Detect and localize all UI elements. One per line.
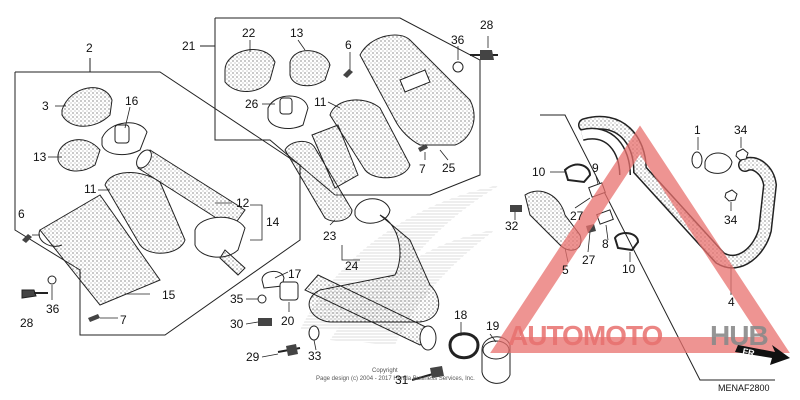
watermark-triangle-icon: [490, 125, 790, 353]
end-cap-small-part-right: [289, 50, 331, 87]
callout-28-left: 28: [20, 316, 34, 330]
outer-shell-part-right: [359, 34, 475, 146]
callout-20: 20: [281, 314, 295, 328]
watermark-text-auto: AUTOMOTO: [508, 320, 663, 351]
callout-7-right: 7: [419, 162, 426, 176]
callout-34-bottom: 34: [724, 213, 738, 227]
callout-1: 1: [694, 123, 701, 137]
callout-10-top: 10: [532, 165, 546, 179]
callout-6-left: 6: [18, 207, 25, 221]
watermark: AUTOMOTO HUB: [490, 125, 790, 353]
callout-29: 29: [246, 350, 260, 364]
callout-8: 8: [602, 237, 609, 251]
callout-36-left: 36: [46, 302, 60, 316]
callout-33: 33: [308, 349, 322, 363]
callout-16: 16: [125, 94, 139, 108]
callout-34-top: 34: [734, 123, 748, 137]
copyright-line-2: Page design (c) 2004 - 2017 Honda Busine…: [316, 376, 475, 382]
callout-6-right: 6: [345, 38, 352, 52]
left-muffler-assembly: [14, 58, 301, 336]
callout-30: 30: [230, 317, 244, 331]
callout-13-left: 13: [33, 150, 47, 164]
part-callouts: 2 3 16 13 11 12 14 6 15 36 28 7 21 22 13…: [18, 18, 748, 387]
baffle-insert-part: [194, 216, 246, 258]
callout-4: 4: [728, 295, 735, 309]
callout-28-right: 28: [480, 18, 494, 32]
callout-10-bottom: 10: [622, 262, 636, 276]
outer-shell-part: [39, 194, 161, 306]
direction-label: FR.: [742, 346, 758, 359]
end-cap-part: [61, 87, 113, 127]
callout-32: 32: [505, 219, 519, 233]
callout-27-bottom: 27: [582, 253, 596, 267]
callout-15: 15: [162, 288, 176, 302]
diagram-code: MENAF2800: [718, 383, 770, 393]
callout-25: 25: [442, 161, 456, 175]
center-pipe-assembly: [245, 214, 444, 381]
exhaust-header-assembly: [510, 114, 778, 381]
end-cap-part-right: [224, 49, 276, 92]
callout-24: 24: [345, 259, 359, 273]
callout-19: 19: [486, 319, 500, 333]
callout-9: 9: [592, 161, 599, 175]
callout-5: 5: [562, 263, 569, 277]
callout-26: 26: [245, 97, 259, 111]
callout-7-left: 7: [120, 313, 127, 327]
copyright-line-1: Copyright: [372, 368, 398, 374]
callout-22: 22: [242, 26, 256, 40]
end-cap-small-part: [57, 139, 101, 172]
callout-18: 18: [454, 308, 468, 322]
packing-part: [104, 172, 186, 254]
callout-36-right: 36: [451, 33, 465, 47]
callout-31: 31: [395, 373, 409, 387]
callout-2: 2: [86, 41, 93, 55]
callout-27-top: 27: [570, 209, 584, 223]
callout-3: 3: [42, 99, 49, 113]
right-muffler-assembly: [200, 17, 498, 261]
callout-17: 17: [288, 267, 302, 281]
callout-23: 23: [323, 229, 337, 243]
callout-11-right: 11: [314, 95, 327, 109]
callout-11-left: 11: [84, 182, 97, 196]
callout-21: 21: [182, 39, 196, 53]
callout-14: 14: [266, 215, 280, 229]
callout-12: 12: [236, 196, 250, 210]
callout-13-right: 13: [290, 26, 304, 40]
front-direction-arrow: FR.: [735, 345, 790, 365]
callout-35: 35: [230, 292, 244, 306]
